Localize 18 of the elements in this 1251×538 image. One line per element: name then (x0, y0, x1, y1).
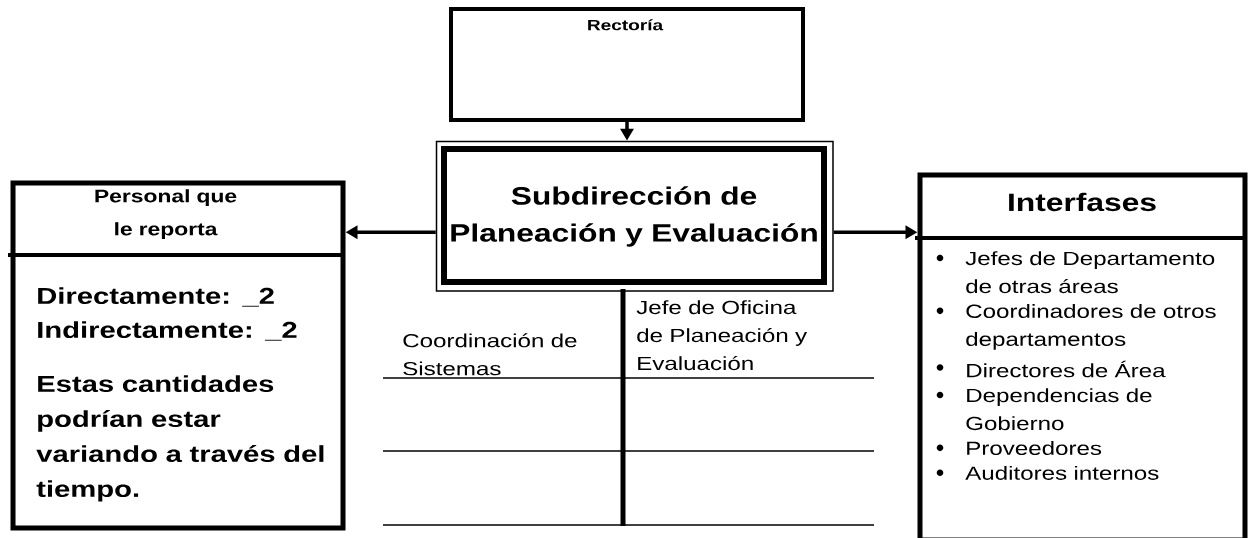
list-item: Proveedores (936, 441, 1102, 456)
box-title: Subdirección de Planeación y Evaluación (451, 186, 817, 247)
list-item: Directores de Área (936, 360, 1166, 378)
staff-box (8, 180, 346, 531)
box-heading: Interfases (1009, 192, 1156, 212)
body-text: Indirectamente: _2 (38, 321, 297, 341)
position-label: Coordinación de Sistemas (403, 333, 577, 376)
subdirectorate-box (435, 140, 834, 292)
box-title: Rectoría (588, 19, 664, 31)
list-item: Coordinadores de otros departamentos (936, 304, 1216, 350)
list-item: Auditores internos (936, 465, 1159, 480)
interfaces-box (915, 172, 1248, 538)
body-text: Estas cantidades podrían estar variando a través del tiempo. (36, 375, 324, 502)
box-heading: Personal que le reporta (95, 189, 237, 239)
rector-box (449, 7, 805, 122)
list-item: Dependencias de Gobierno (936, 388, 1152, 431)
list-item: Jefes de Departamento de otras áreas (936, 251, 1215, 294)
body-text: Directamente: _2 (38, 287, 274, 307)
